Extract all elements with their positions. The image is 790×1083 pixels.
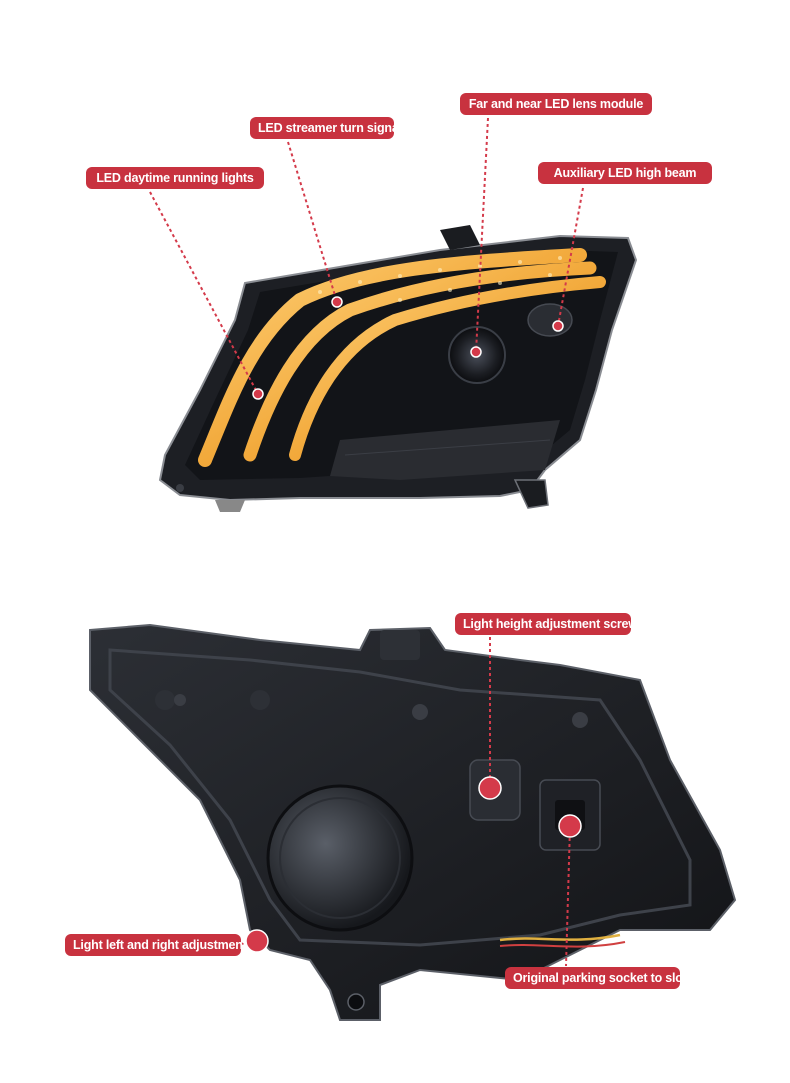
label-height-adjustment-screw: Light height adjustment screw xyxy=(455,613,638,635)
callout-targets xyxy=(245,296,582,953)
label-left-right-adjustment: Light left and right adjustment xyxy=(65,934,247,956)
headlight-front xyxy=(158,225,638,512)
target-drl xyxy=(252,388,264,400)
label-parking-socket: Original parking socket to slot xyxy=(505,967,687,989)
target-lens-module xyxy=(470,346,482,358)
target-height-screw xyxy=(478,776,502,800)
target-aux-high-beam xyxy=(552,320,564,332)
target-parking-socket xyxy=(558,814,582,838)
label-far-near-lens-module: Far and near LED lens module xyxy=(460,93,652,115)
target-turn-signal xyxy=(331,296,343,308)
target-lr-adjust xyxy=(245,929,269,953)
label-auxiliary-high-beam: Auxiliary LED high beam xyxy=(538,162,712,184)
label-led-daytime-running-lights: LED daytime running lights xyxy=(86,167,264,189)
headlight-back xyxy=(89,623,737,1021)
label-led-streamer-turn-signal: LED streamer turn signal xyxy=(250,117,402,139)
